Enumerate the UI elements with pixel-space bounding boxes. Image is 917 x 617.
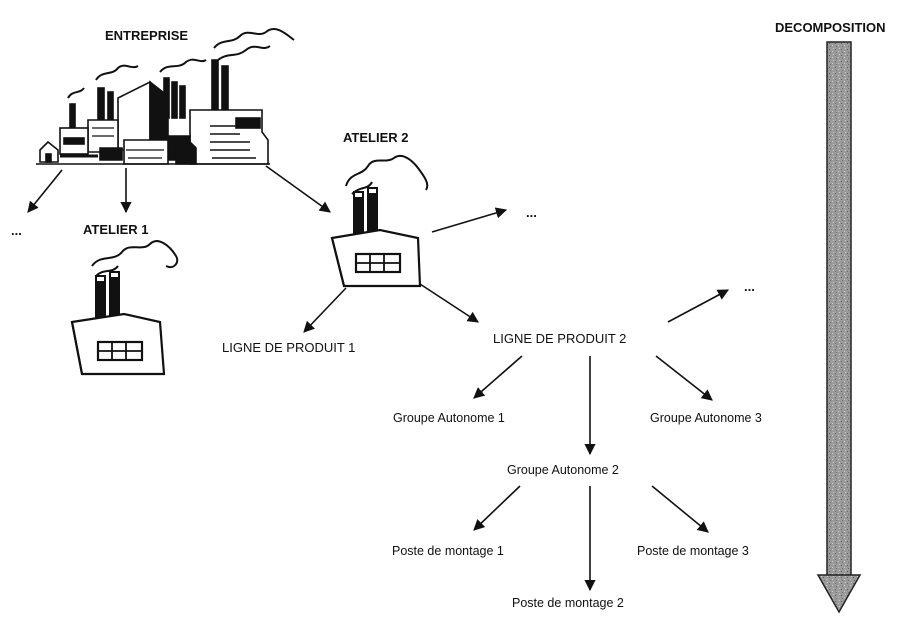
factory-icon <box>330 154 429 288</box>
arrow-entreprise-atelier2 <box>265 165 331 213</box>
node-atelier-2: ATELIER 2 <box>343 130 409 145</box>
node-poste-montage-2: Poste de montage 2 <box>512 596 624 610</box>
node-atelier-1: ATELIER 1 <box>83 222 149 237</box>
arrow-groupe2-poste1 <box>473 485 521 531</box>
decomposition-arrow <box>816 41 862 614</box>
ellipsis-left: ... <box>11 223 22 238</box>
arrow-atelier2-ligne1 <box>303 287 347 333</box>
ellipsis-ligne2: ... <box>744 279 755 294</box>
decomposition-label: DECOMPOSITION <box>775 20 886 35</box>
node-poste-montage-1: Poste de montage 1 <box>392 544 504 558</box>
factory-icon <box>70 240 179 376</box>
arrow-ligne2-groupe3 <box>655 355 713 401</box>
arrow-groupe2-poste3 <box>651 485 709 533</box>
connectors <box>27 165 729 592</box>
arrow-ligne2-groupe1 <box>473 355 523 399</box>
arrow-atelier2-ellipsis <box>431 207 508 233</box>
arrow-entreprise-ellipsis <box>27 169 63 213</box>
ellipsis-atelier2: ... <box>526 205 537 220</box>
node-ligne-produit-2: LIGNE DE PRODUIT 2 <box>493 331 627 346</box>
arrow-atelier2-ligne2 <box>419 283 479 323</box>
node-groupe-autonome-1: Groupe Autonome 1 <box>393 411 505 425</box>
node-entreprise: ENTREPRISE <box>105 28 189 43</box>
factory-complex-icon <box>36 28 295 165</box>
arrow-ligne2-ellipsis <box>667 289 729 323</box>
node-ligne-produit-1: LIGNE DE PRODUIT 1 <box>222 340 356 355</box>
node-poste-montage-3: Poste de montage 3 <box>637 544 749 558</box>
node-groupe-autonome-3: Groupe Autonome 3 <box>650 411 762 425</box>
node-groupe-autonome-2: Groupe Autonome 2 <box>507 463 619 477</box>
